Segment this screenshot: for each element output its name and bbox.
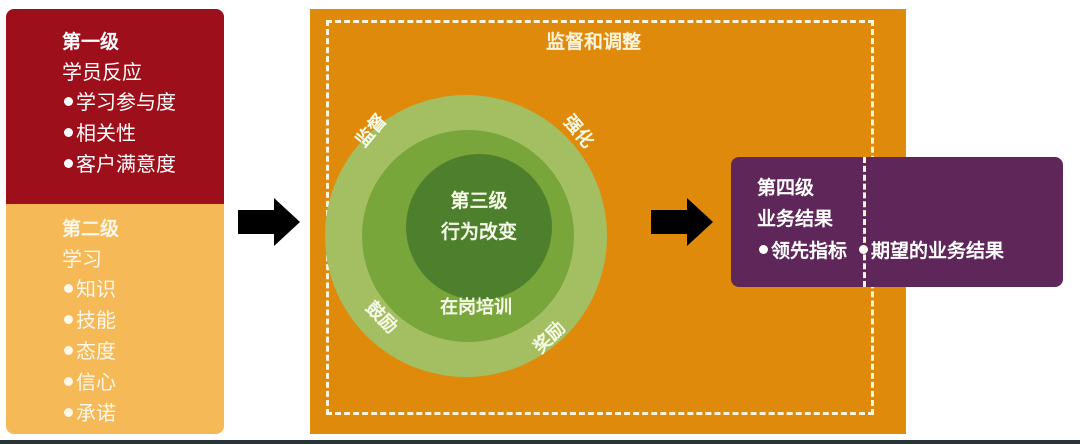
- level2-panel: 第二级 学习 知识 技能 态度 信心 承诺: [6, 204, 224, 434]
- right-arrow-icon: [651, 198, 713, 246]
- level4-bullet: 期望的业务结果: [857, 240, 1004, 262]
- level4-subtitle: 业务结果: [757, 208, 834, 230]
- level3-subtitle: 行为改变: [440, 221, 517, 243]
- level2-bullet: 态度: [62, 336, 224, 367]
- level1-bullet: 客户满意度: [62, 149, 224, 180]
- bullet-dot-icon: [64, 97, 73, 106]
- monitor-title: 监督和调整: [546, 31, 642, 53]
- bullet-dot-icon: [64, 408, 73, 417]
- level2-bullet: 承诺: [62, 398, 224, 429]
- bullet-dot-icon: [64, 346, 73, 355]
- level2-subtitle: 学习: [62, 247, 102, 271]
- bullet-dot-icon: [759, 245, 768, 254]
- level1-subtitle: 学员反应: [62, 60, 142, 84]
- bullet-dot-icon: [64, 159, 73, 168]
- level4-title: 第四级: [757, 177, 815, 199]
- bullet-dot-icon: [64, 315, 73, 324]
- inner-circle: [406, 154, 552, 300]
- level1-bullet: 学习参与度: [62, 87, 224, 118]
- level4-bullet: 领先指标: [757, 240, 847, 262]
- right-arrow-icon: [238, 198, 300, 246]
- level2-bullet: 知识: [62, 274, 224, 305]
- level2-bullet: 信心: [62, 367, 224, 398]
- level2-title: 第二级: [62, 218, 120, 240]
- level1-panel: 第一级 学员反应 学习参与度 相关性 客户满意度: [6, 9, 224, 204]
- level3-title: 第三级: [450, 190, 508, 212]
- bullet-dot-icon: [64, 284, 73, 293]
- level3-center-label: 第三级 行为改变: [406, 186, 552, 248]
- on-job-training-label: 在岗培训: [440, 297, 512, 318]
- bottom-edge-bar: [0, 440, 1080, 444]
- bullet-dot-icon: [64, 128, 73, 137]
- level4-bullets: 领先指标期望的业务结果: [757, 235, 1063, 267]
- dashed-border-overlay: [863, 157, 866, 287]
- level1-bullet: 相关性: [62, 118, 224, 149]
- level1-title: 第一级: [62, 31, 120, 53]
- level4-panel: 第四级 业务结果 领先指标期望的业务结果: [731, 157, 1063, 287]
- bullet-dot-icon: [64, 377, 73, 386]
- level2-bullet: 技能: [62, 305, 224, 336]
